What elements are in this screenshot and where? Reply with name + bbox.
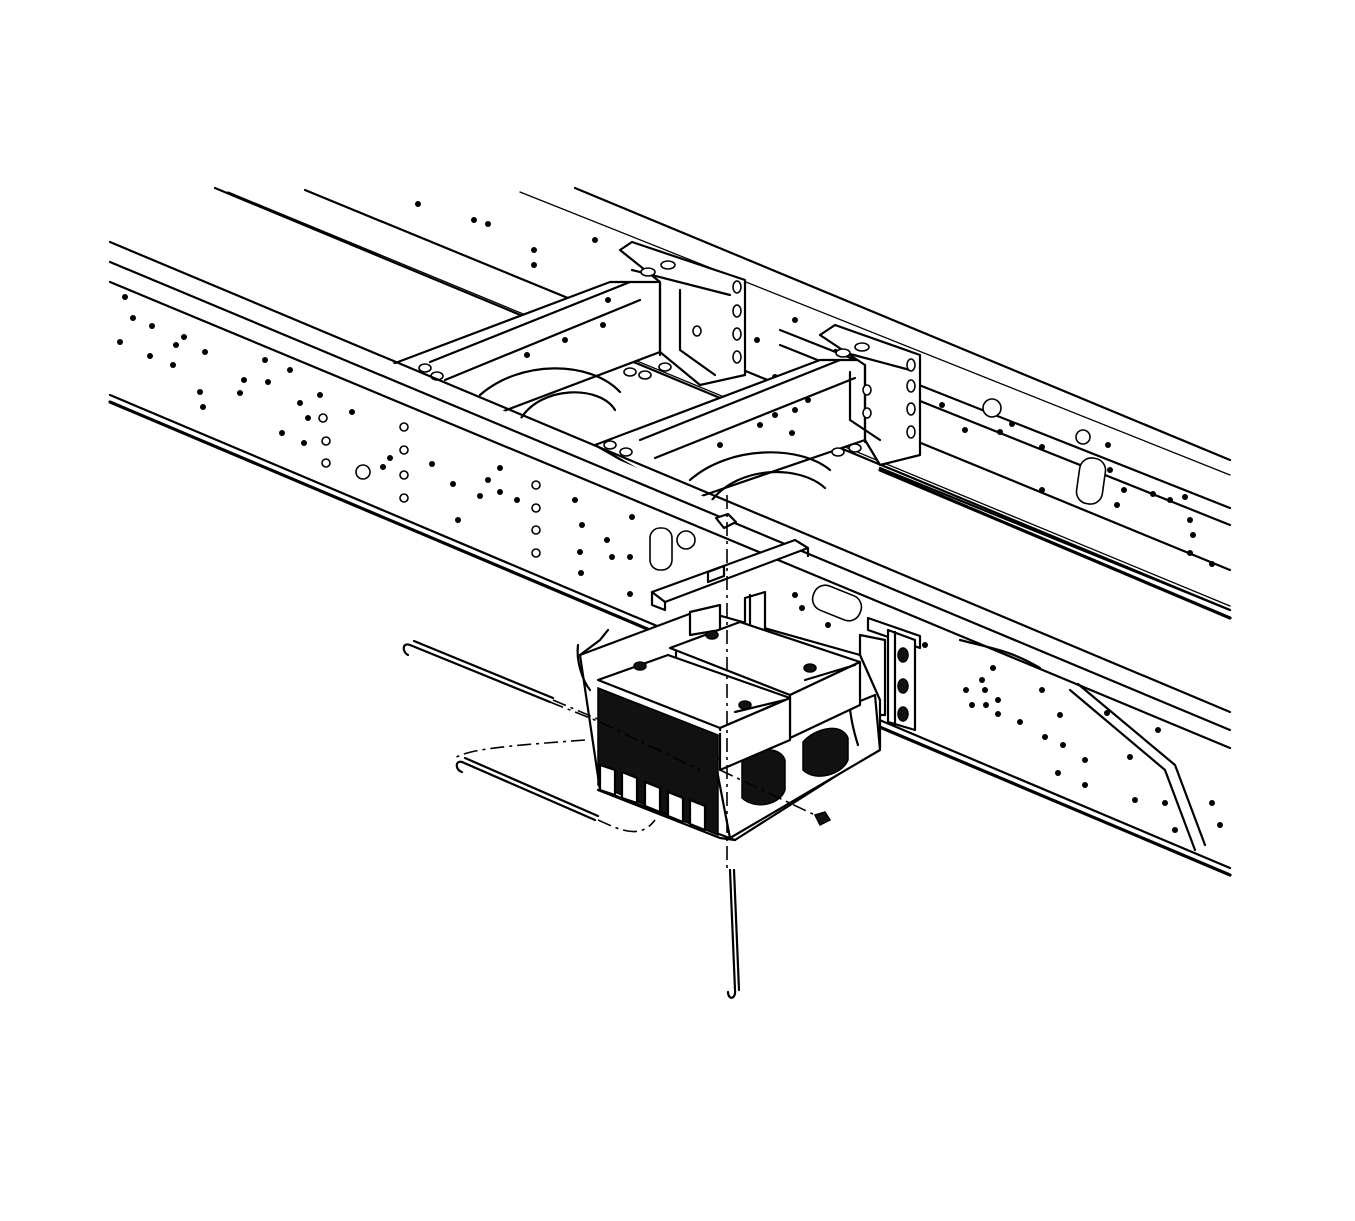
tray-vent-right	[802, 727, 849, 777]
crossmember-front	[388, 240, 747, 422]
battery-front	[596, 653, 792, 837]
j-bolt-left	[402, 639, 601, 721]
centerlines	[454, 495, 816, 870]
nut	[813, 811, 832, 827]
j-bolt-lower-left	[455, 756, 656, 833]
rail-right-holes	[415, 201, 1215, 567]
battery-rear	[668, 620, 862, 740]
j-bolt-bottom	[726, 868, 741, 999]
crossmember-rear	[593, 323, 922, 502]
tray-front-slots	[596, 763, 737, 842]
hold-down-bracket	[650, 512, 810, 612]
rail-left-holes	[117, 294, 1223, 833]
